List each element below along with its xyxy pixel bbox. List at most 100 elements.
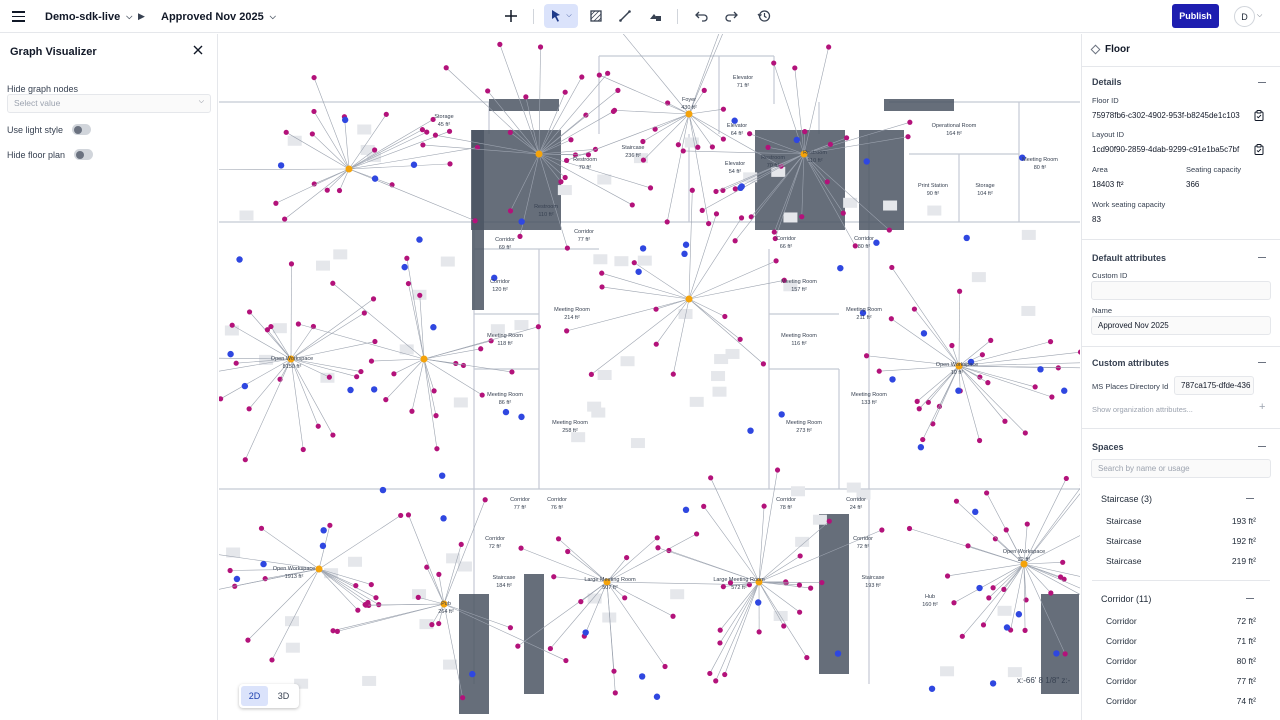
seat-node bbox=[424, 564, 430, 570]
seat-node bbox=[886, 227, 892, 233]
graph-edge bbox=[406, 258, 425, 360]
corridor-group-header[interactable]: Corridor (11) bbox=[1101, 594, 1152, 604]
graph-edge bbox=[566, 113, 690, 161]
add-icon[interactable] bbox=[498, 4, 524, 28]
connector-node bbox=[1037, 366, 1044, 373]
seat-node bbox=[977, 374, 983, 380]
redo-icon[interactable] bbox=[718, 4, 744, 28]
graph-edge bbox=[666, 113, 690, 222]
select-tool-icon[interactable]: ⌵ bbox=[544, 4, 578, 28]
project-switcher[interactable]: Demo-sdk-live ⌵ bbox=[45, 0, 132, 33]
shapes-tool-icon[interactable] bbox=[643, 4, 669, 28]
seat-node bbox=[701, 87, 707, 93]
show-org-attributes-link[interactable]: Show organization attributes... bbox=[1092, 405, 1193, 414]
copy-icon[interactable] bbox=[1254, 144, 1264, 155]
graph-edge bbox=[538, 153, 589, 156]
room-label: Restroom bbox=[803, 150, 827, 156]
collapse-icon[interactable] bbox=[1246, 598, 1254, 599]
room-label: Meeting Room bbox=[554, 307, 590, 313]
graph-edge bbox=[606, 581, 615, 672]
room-node bbox=[1020, 560, 1028, 568]
room-label: 78 ft² bbox=[780, 505, 793, 511]
desk bbox=[587, 401, 602, 412]
desk bbox=[790, 486, 805, 497]
connector-node bbox=[518, 413, 525, 421]
line-tool-icon[interactable] bbox=[612, 4, 638, 28]
layout-switcher[interactable]: Approved Nov 2025 ⌵ bbox=[161, 0, 276, 33]
graph-edge bbox=[550, 581, 608, 649]
seat-node bbox=[772, 235, 778, 242]
collapse-icon[interactable] bbox=[1258, 257, 1266, 258]
graph-edge bbox=[248, 358, 292, 410]
staircase-group-header[interactable]: Staircase (3) bbox=[1101, 494, 1153, 504]
seat-node bbox=[1062, 651, 1068, 657]
spaces-search-input[interactable]: Search by name or usage bbox=[1091, 459, 1271, 478]
close-icon[interactable] bbox=[191, 43, 205, 57]
graph-edge bbox=[438, 574, 445, 605]
connector-node bbox=[241, 382, 249, 390]
seat-node bbox=[258, 525, 265, 531]
collapse-icon[interactable] bbox=[1258, 362, 1266, 363]
graph-edge bbox=[803, 46, 829, 155]
graph-edge bbox=[932, 365, 960, 424]
desk bbox=[333, 249, 348, 260]
add-icon[interactable]: + bbox=[1259, 401, 1266, 413]
undo-icon[interactable] bbox=[689, 4, 715, 28]
seat-node bbox=[300, 446, 306, 453]
view-2d-button[interactable]: 2D bbox=[241, 686, 268, 706]
connector-node bbox=[917, 444, 925, 451]
seat-node bbox=[474, 144, 481, 151]
publish-button[interactable]: Publish bbox=[1172, 4, 1219, 28]
seat-node bbox=[472, 218, 478, 224]
collapse-icon[interactable] bbox=[1258, 82, 1266, 83]
graph-edge bbox=[1023, 563, 1061, 578]
desk bbox=[614, 256, 629, 267]
graph-edge bbox=[348, 147, 478, 170]
custom-id-input[interactable] bbox=[1091, 281, 1271, 300]
desk bbox=[927, 205, 942, 216]
connector-node bbox=[793, 136, 801, 144]
graph-edge bbox=[510, 153, 540, 212]
graph-edge bbox=[219, 357, 292, 360]
light-style-toggle[interactable] bbox=[72, 124, 92, 135]
hide-floor-toggle[interactable] bbox=[74, 149, 94, 160]
room-label: Corridor bbox=[574, 229, 594, 235]
collapse-icon[interactable] bbox=[1258, 446, 1266, 447]
graph-edge bbox=[348, 114, 387, 170]
view-3d-button[interactable]: 3D bbox=[277, 691, 290, 701]
area-tool-icon[interactable] bbox=[583, 4, 609, 28]
chevron-down-icon[interactable]: ⌵ bbox=[1257, 12, 1263, 19]
graph-edge bbox=[290, 358, 319, 427]
seat-node bbox=[852, 243, 858, 249]
room-label: Meeting Room bbox=[781, 279, 817, 285]
hide-nodes-select[interactable]: Select value ⌵ bbox=[7, 94, 211, 113]
room-label: 184 ft² bbox=[496, 583, 512, 589]
seat-node bbox=[588, 371, 594, 378]
room-label: 258 ft² bbox=[562, 428, 578, 434]
layout-name: Approved Nov 2025 bbox=[161, 10, 264, 23]
desk bbox=[1021, 305, 1036, 316]
graph-edge bbox=[803, 153, 828, 182]
avatar[interactable]: D bbox=[1234, 6, 1255, 27]
copy-icon[interactable] bbox=[1254, 110, 1264, 121]
graph-edge bbox=[1005, 529, 1025, 565]
seat-node bbox=[824, 179, 830, 185]
desk bbox=[591, 407, 606, 418]
seat-node bbox=[976, 437, 983, 444]
history-icon[interactable] bbox=[751, 4, 777, 28]
room-label: Pub bbox=[441, 601, 451, 607]
name-input[interactable]: Approved Nov 2025 bbox=[1091, 316, 1271, 335]
menu-icon[interactable] bbox=[11, 0, 25, 33]
ms-places-input[interactable]: 787ca175-dfde-436 bbox=[1174, 376, 1254, 395]
collapse-icon[interactable] bbox=[1246, 498, 1254, 499]
